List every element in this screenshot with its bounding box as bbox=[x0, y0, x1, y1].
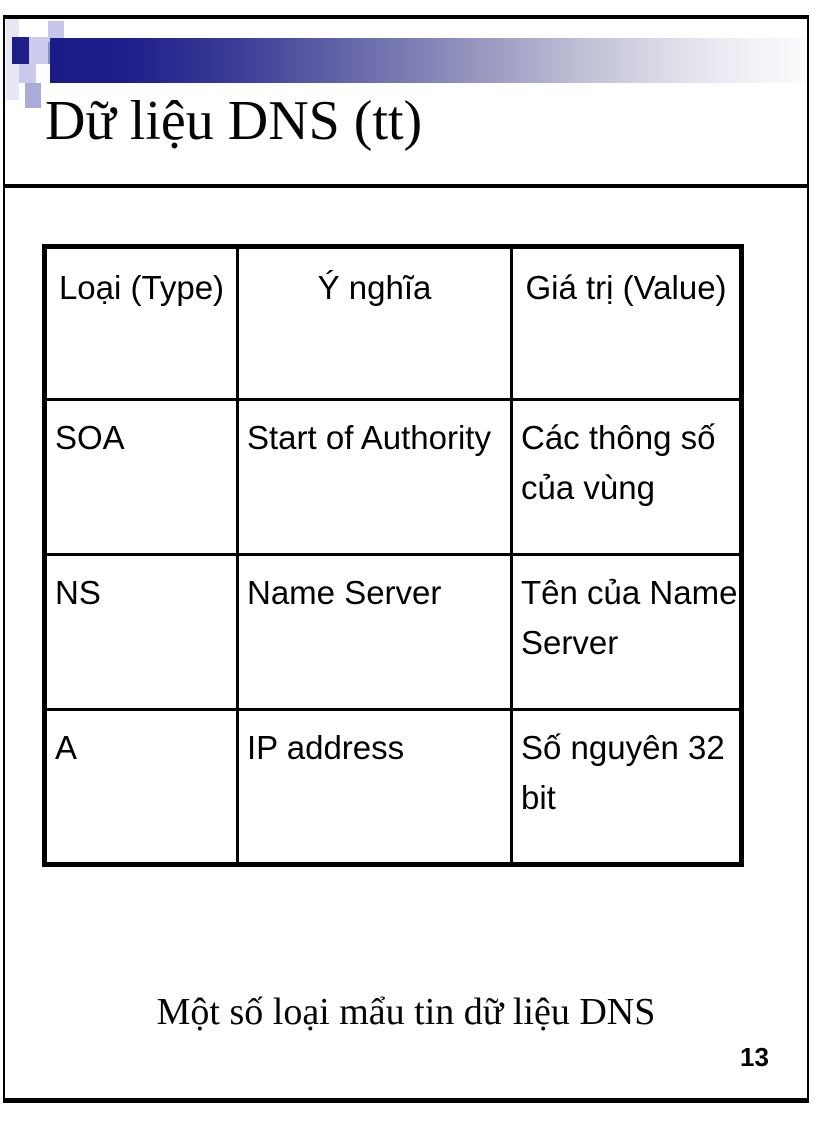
table-cell: Start of Authority bbox=[236, 398, 513, 556]
table-cell: IP address bbox=[236, 708, 513, 866]
title-divider-line bbox=[3, 184, 809, 188]
table-row-ns: NS Name Server Tên của Name Server bbox=[43, 553, 743, 711]
decor-square-navy bbox=[12, 37, 29, 64]
table-header-cell-type: Loại (Type) bbox=[43, 245, 239, 401]
table-header-row: Loại (Type) Ý nghĩa Giá trị (Value) bbox=[43, 245, 743, 401]
page-number: 13 bbox=[740, 1042, 769, 1072]
table-caption: Một số loại mẩu tin dữ liệu DNS bbox=[156, 991, 656, 1033]
decor-square-pale bbox=[29, 37, 48, 64]
table-cell: NS bbox=[43, 553, 239, 711]
slide-title: Dữ liệu DNS (tt) bbox=[45, 90, 423, 152]
slide-frame bbox=[3, 15, 809, 1103]
dns-record-table: Loại (Type) Ý nghĩa Giá trị (Value) SOA … bbox=[42, 244, 744, 867]
table-row-soa: SOA Start of Authority Các thông số của … bbox=[43, 398, 743, 556]
table-header-cell-value: Giá trị (Value) bbox=[510, 245, 743, 401]
header-gradient-bar bbox=[50, 38, 807, 83]
table-cell: A bbox=[43, 708, 239, 866]
table-cell: Số nguyên 32 bit bbox=[510, 708, 743, 866]
table-header-cell-meaning: Ý nghĩa bbox=[236, 245, 513, 401]
table-cell: Name Server bbox=[236, 553, 513, 711]
table-row-a: A IP address Số nguyên 32 bit bbox=[43, 708, 743, 866]
table-cell: SOA bbox=[43, 398, 239, 556]
table-cell: Tên của Name Server bbox=[510, 553, 743, 711]
decor-square-above-bar bbox=[48, 21, 64, 42]
table-cell: Các thông số của vùng bbox=[510, 398, 743, 556]
decor-square-below-bar bbox=[25, 83, 41, 108]
